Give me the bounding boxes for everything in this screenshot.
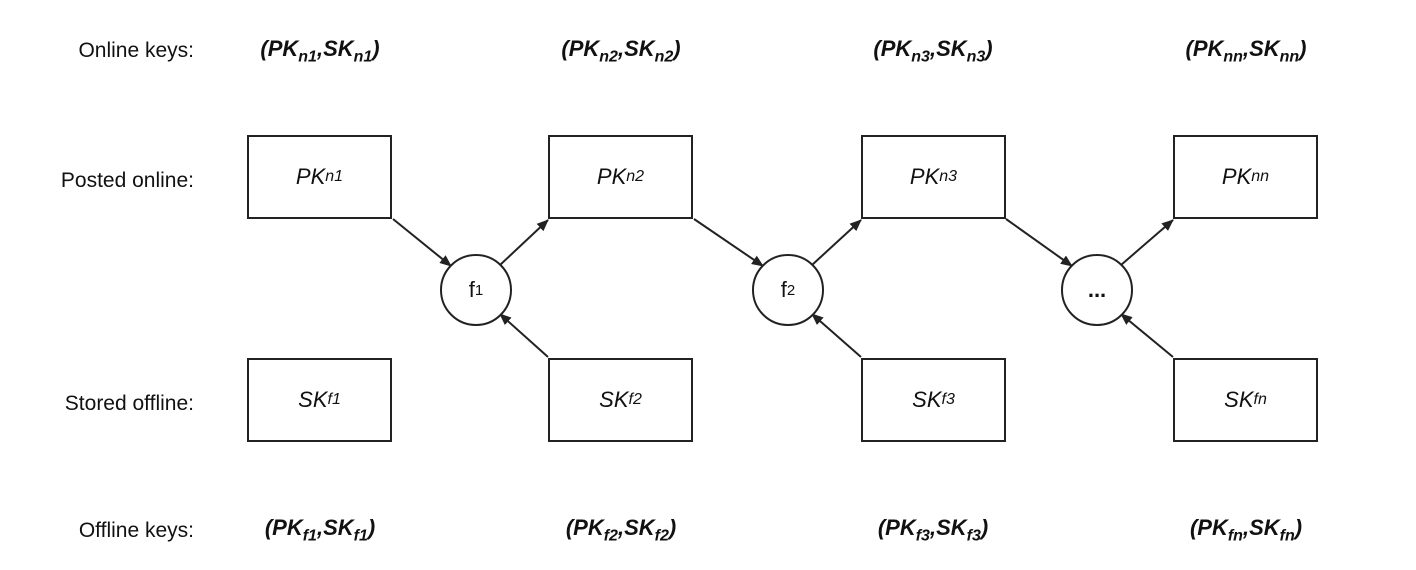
edge-skfn-to-fn (1120, 313, 1174, 358)
online-key-pair-3: (PKn3,SKn3) (873, 36, 993, 66)
online-key-pair-1: (PKn1,SKn1) (260, 36, 380, 66)
function-node-ellipsis: ... (1061, 254, 1133, 326)
online-key-pair-4: (PKnn,SKnn) (1185, 36, 1307, 66)
offline-keys-label: Offline keys: (78, 519, 194, 542)
offline-key-pair-2: (PKf2,SKf2) (565, 515, 677, 545)
posted-online-label: Posted online: (60, 169, 194, 192)
edge-pkn2-to-f2 (693, 218, 764, 267)
edge-pkn3-to-fn (1005, 218, 1073, 267)
online-key-pair-2: (PKn2,SKn2) (561, 36, 681, 66)
offline-key-pair-4: (PKfn,SKfn) (1189, 515, 1303, 545)
edge-f2-to-pkn3 (811, 219, 862, 266)
edge-fn-to-pknn (1120, 219, 1174, 266)
edge-skf2-to-f1 (499, 313, 549, 358)
offline-key-pair-1: (PKf1,SKf1) (264, 515, 376, 545)
stored-offline-label: Stored offline: (64, 392, 194, 415)
edge-pkn1-to-f1 (392, 218, 452, 267)
edge-skf3-to-f2 (811, 313, 862, 358)
online-keys-label: Online keys: (78, 39, 194, 62)
offline-key-pair-3: (PKf3,SKf3) (877, 515, 989, 545)
edge-f1-to-pkn2 (499, 219, 549, 266)
